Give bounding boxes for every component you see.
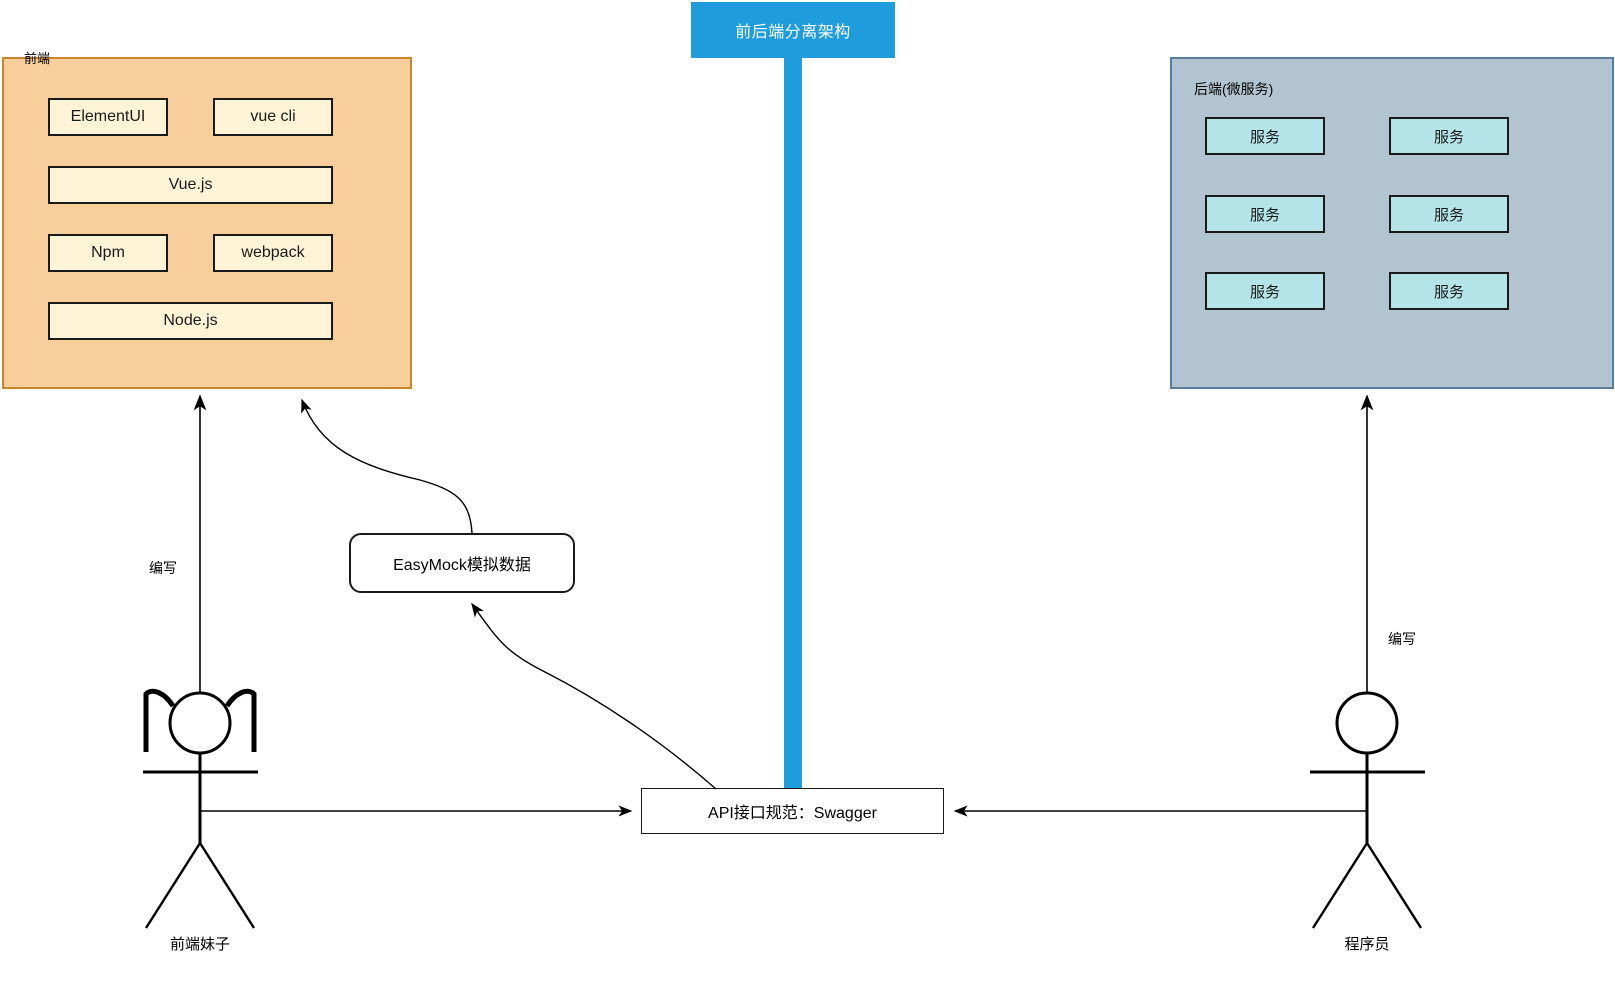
frontend-group-label: 前端 <box>24 51 51 66</box>
edge-label-frontend-write: 编写 <box>146 557 180 579</box>
frontend-item-label: webpack <box>241 244 305 261</box>
title-spine-connector <box>784 58 802 788</box>
backend-service-1[interactable]: 服务 <box>1205 117 1325 155</box>
frontend-item-npm[interactable]: Npm <box>48 234 168 272</box>
edge-easymock-to-frontend <box>301 398 473 534</box>
api-spec-label: API接口规范：Swagger <box>708 805 877 822</box>
easymock-label: EasyMock模拟数据 <box>393 557 531 574</box>
frontend-item-vuejs[interactable]: Vue.js <box>48 166 333 204</box>
frontend-item-label: Vue.js <box>168 176 213 193</box>
actor-label-backend-dev: 程序员 <box>1344 936 1390 953</box>
frontend-item-webpack[interactable]: webpack <box>213 234 333 272</box>
service-label: 服务 <box>1249 283 1280 301</box>
frontend-item-label: ElementUI <box>70 108 146 125</box>
frontend-item-vue-cli[interactable]: vue cli <box>213 98 333 136</box>
backend-service-4[interactable]: 服务 <box>1389 195 1509 233</box>
backend-service-5[interactable]: 服务 <box>1205 272 1325 310</box>
service-label: 服务 <box>1249 206 1280 224</box>
frontend-item-label: Node.js <box>163 312 218 329</box>
backend-service-3[interactable]: 服务 <box>1205 195 1325 233</box>
edge-backend-dev-to-api <box>953 800 1368 817</box>
backend-service-6[interactable]: 服务 <box>1389 272 1509 310</box>
backend-group-label: 后端(微服务) <box>1194 81 1274 97</box>
backend-service-2[interactable]: 服务 <box>1389 117 1509 155</box>
frontend-item-nodejs[interactable]: Node.js <box>48 302 333 340</box>
edge-api-to-easymock <box>471 602 717 790</box>
service-label: 服务 <box>1433 206 1464 224</box>
diagram-title-banner: 前后端分离架构 <box>691 2 895 58</box>
frontend-item-elementui[interactable]: ElementUI <box>48 98 168 136</box>
edge-frontend-dev-to-api <box>199 800 633 817</box>
frontend-item-label: Npm <box>91 244 125 261</box>
diagram-title-text: 前后端分离架构 <box>735 24 851 41</box>
api-spec-node[interactable]: API接口规范：Swagger <box>641 788 944 834</box>
actor-label-frontend-dev: 前端妹子 <box>169 936 230 953</box>
easymock-node[interactable]: EasyMock模拟数据 <box>349 533 575 593</box>
edge-label-backend-write: 编写 <box>1385 628 1419 650</box>
actor-backend-dev[interactable] <box>1310 691 1425 929</box>
service-label: 服务 <box>1249 128 1280 146</box>
service-label: 服务 <box>1433 283 1464 301</box>
frontend-item-label: vue cli <box>250 108 296 125</box>
service-label: 服务 <box>1433 128 1464 146</box>
actor-frontend-dev[interactable] <box>143 688 258 929</box>
